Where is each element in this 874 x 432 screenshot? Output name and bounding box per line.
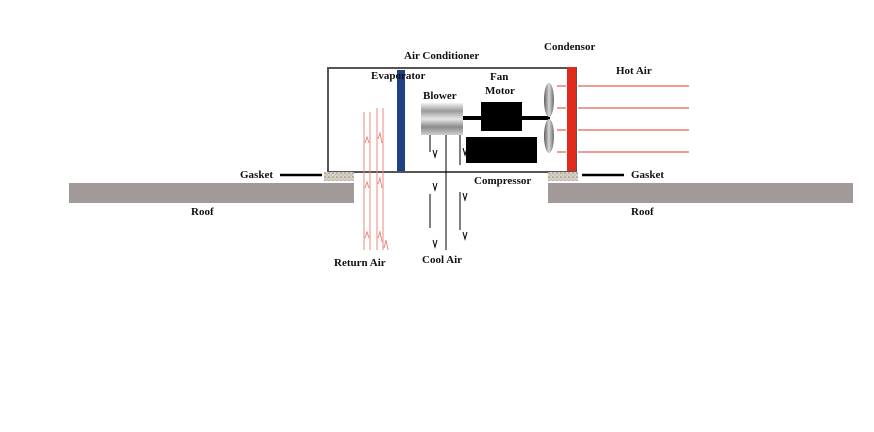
- label-fan-motor-line2: Motor: [485, 85, 515, 97]
- label-gasket-right: Gasket: [631, 169, 664, 181]
- label-cool-air: Cool Air: [422, 254, 462, 266]
- label-compressor: Compressor: [474, 175, 531, 187]
- roof-right: [548, 183, 853, 203]
- compressor: [466, 137, 537, 163]
- evaporator-coil: [397, 70, 405, 171]
- condensor-coil: [567, 67, 576, 171]
- label-blower: Blower: [423, 90, 457, 102]
- label-fan-motor-line1: Fan: [490, 71, 508, 83]
- label-gasket-left: Gasket: [240, 169, 273, 181]
- label-evaporator: Evaporator: [371, 70, 426, 82]
- gasket-left: [324, 172, 354, 181]
- condenser-fan-blade-bottom: [544, 119, 554, 153]
- cool-air-flow: [429, 135, 468, 250]
- fan-motor: [481, 102, 522, 131]
- label-roof-left: Roof: [191, 206, 214, 218]
- label-condensor: Condensor: [544, 41, 595, 53]
- gasket-right: [548, 172, 578, 181]
- hot-air-flow: [557, 85, 689, 153]
- label-air-conditioner: Air Conditioner: [404, 50, 479, 62]
- return-air-flow: [363, 108, 389, 251]
- condenser-fan-blade-top: [544, 83, 554, 117]
- label-return-air: Return Air: [334, 257, 386, 269]
- label-roof-right: Roof: [631, 206, 654, 218]
- label-hot-air: Hot Air: [616, 65, 652, 77]
- blower: [421, 103, 463, 135]
- roof-left: [69, 183, 354, 203]
